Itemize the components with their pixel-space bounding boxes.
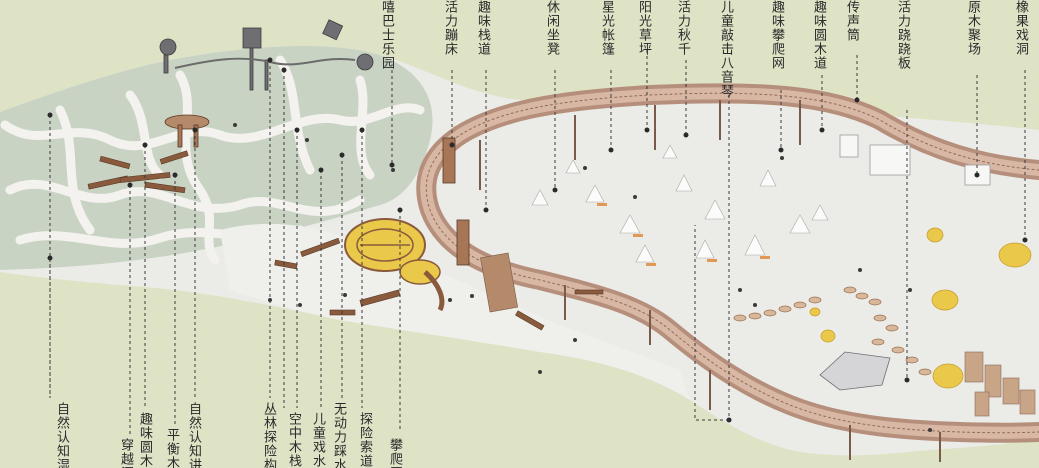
- acorn-shapes: [809, 227, 1032, 389]
- leader-dot: [294, 127, 300, 133]
- label-trampoline: 活力蹦床: [442, 0, 457, 56]
- label-balance-beam: 平衡木: [164, 428, 179, 468]
- leader-dot: [127, 182, 133, 188]
- label-xylophone: 儿童敲击八音琴: [718, 0, 733, 98]
- label-water-wheel: 无动力踩水车: [331, 402, 346, 468]
- leader-dot: [483, 207, 489, 213]
- leader-dot: [1022, 237, 1028, 243]
- label-climbing-net: 趣味攀爬网: [769, 0, 784, 70]
- label-sunny-lawn: 阳光草坪: [636, 0, 651, 56]
- leader-dot: [644, 127, 650, 133]
- leader-dot: [47, 112, 53, 118]
- wetland-paths: [0, 55, 425, 265]
- climbing-net: [819, 351, 891, 391]
- walkway-supports: [479, 100, 941, 462]
- label-nature-wetland: 自然认知湿地: [54, 402, 69, 468]
- yellow-play-structure: [344, 218, 445, 312]
- leader-dot: [339, 152, 345, 158]
- leader-dot: [819, 127, 825, 133]
- top-towers: [159, 19, 374, 91]
- leader-dot: [192, 127, 198, 133]
- leader-dot: [552, 187, 558, 193]
- tent-field: [531, 144, 829, 263]
- leader-line: [694, 225, 729, 421]
- log-circles: [733, 286, 932, 376]
- label-crossing-cave: 穿越洞: [118, 438, 133, 468]
- play-tower: [164, 114, 470, 266]
- elevated-walkway: [416, 83, 1039, 443]
- label-speaking-tube: 传声筒: [844, 0, 859, 42]
- leader-dot: [318, 167, 324, 173]
- people: [233, 123, 932, 432]
- label-swing: 活力秋千: [675, 0, 690, 56]
- leader-dot: [397, 207, 403, 213]
- label-starlight-tent: 星光帐篷: [599, 0, 614, 56]
- label-xibashi-park: 嘻巴士乐园: [379, 0, 394, 70]
- leader-dot: [778, 147, 784, 153]
- label-leisure-bench: 休闲坐凳: [544, 0, 559, 56]
- leader-dot: [142, 142, 148, 148]
- leader-dot: [449, 142, 455, 148]
- leader-dot: [281, 67, 287, 73]
- label-climb-net: 攀爬网: [387, 438, 402, 468]
- label-round-log-path-2: 趣味圆木道: [137, 412, 152, 468]
- leader-dot: [172, 172, 178, 178]
- leader-dot: [683, 132, 689, 138]
- label-jungle-frame: 丛林探险构架: [261, 402, 276, 468]
- label-fun-boardwalk: 趣味栈道: [475, 0, 490, 56]
- leader-dot: [359, 127, 365, 133]
- label-acorn-cave: 橡果戏洞: [1013, 0, 1028, 56]
- label-zipline: 探险索道: [357, 412, 372, 468]
- leader-dot: [854, 97, 860, 103]
- tent-mats: [597, 203, 770, 266]
- label-nature-classroom: 自然认知讲堂: [186, 402, 201, 468]
- leader-dot: [608, 147, 614, 153]
- leader-dot: [904, 377, 910, 383]
- wood-stairs: [480, 252, 518, 313]
- leader-dot: [267, 57, 273, 63]
- leader-dot: [389, 162, 395, 168]
- label-splash-pool: 儿童戏水池: [310, 412, 325, 468]
- leader-dot: [47, 255, 53, 261]
- leader-dot: [974, 172, 980, 178]
- log-stacks: [964, 351, 1036, 417]
- label-round-log-path: 趣味圆木道: [811, 0, 826, 70]
- label-log-gathering: 原木聚场: [965, 0, 980, 56]
- label-sky-boardwalk: 空中木栈道: [286, 412, 301, 468]
- open-lawn: [220, 223, 690, 400]
- leader-lines: [47, 50, 1028, 435]
- label-seesaw: 活力跷跷板: [895, 0, 910, 70]
